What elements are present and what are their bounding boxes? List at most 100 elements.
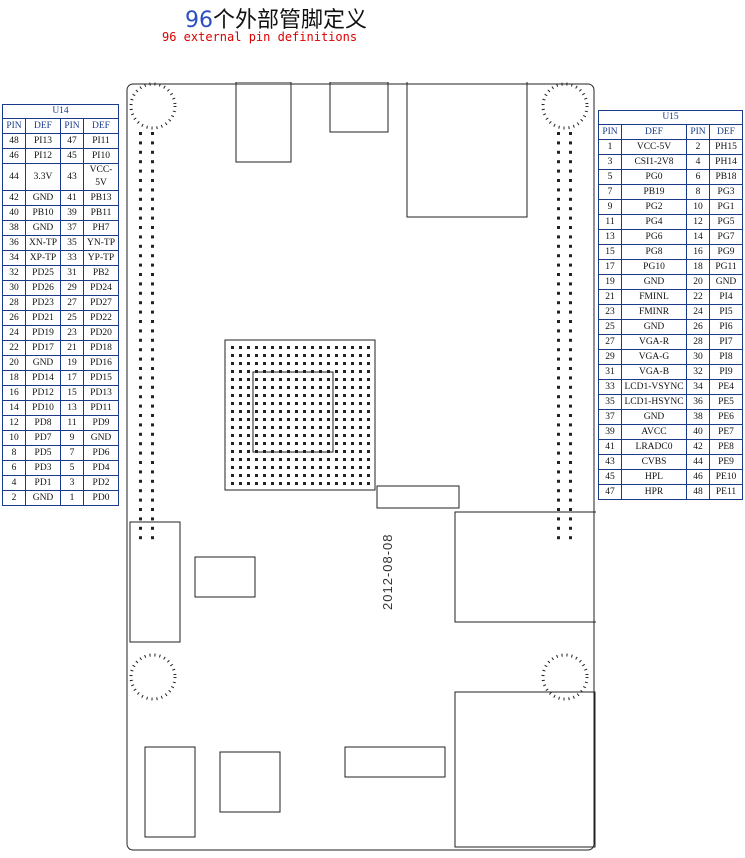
- header-pin: [151, 188, 154, 192]
- u15-cell: 19: [598, 274, 622, 290]
- bga-ball: [239, 386, 242, 389]
- header-pin: [151, 254, 154, 258]
- u14-cell: 34: [2, 250, 26, 266]
- bga-ball: [367, 386, 370, 389]
- u15-header-pin1: PIN: [598, 124, 622, 140]
- u15-cell: 3: [598, 154, 622, 170]
- u14-cell: PD6: [83, 445, 119, 461]
- bga-ball: [295, 386, 298, 389]
- bga-ball: [263, 418, 266, 421]
- bga-ball: [327, 458, 330, 461]
- header-pin: [557, 498, 560, 502]
- header-pin: [557, 508, 560, 511]
- bga-ball: [319, 466, 322, 469]
- u14-cell: 35: [60, 235, 84, 251]
- bga-ball: [231, 426, 234, 429]
- u15-cell: PI4: [709, 289, 743, 305]
- header-pin: [151, 282, 154, 286]
- bga-ball: [247, 418, 250, 421]
- u14-cell: YN-TP: [83, 235, 119, 251]
- header-pin: [557, 150, 560, 154]
- header-pin: [557, 526, 560, 530]
- bga-ball: [239, 458, 242, 461]
- header-pin: [557, 367, 560, 370]
- bga-ball: [335, 378, 338, 381]
- u15-cell: 46: [686, 469, 710, 485]
- bga-ball: [295, 474, 298, 477]
- bga-ball: [359, 386, 362, 389]
- bga-ball: [327, 482, 330, 485]
- header-pin: [151, 141, 154, 145]
- u14-cell: 37: [60, 220, 84, 236]
- bga-ball: [311, 458, 314, 461]
- header-pin: [151, 160, 154, 164]
- bga-ball: [239, 354, 242, 357]
- bga-ball: [343, 426, 346, 429]
- u14-cell: 27: [60, 295, 84, 311]
- header-pin: [151, 301, 154, 305]
- u15-cell: PB19: [621, 184, 687, 200]
- bga-ball: [343, 386, 346, 389]
- u14-cell: 39: [60, 205, 84, 221]
- bga-ball: [239, 434, 242, 437]
- header-pin: [569, 357, 572, 361]
- u15-cell: 41: [598, 439, 622, 455]
- bga-ball: [303, 362, 306, 365]
- header-pin: [151, 320, 154, 323]
- bga-ball: [367, 402, 370, 405]
- bga-ball: [231, 418, 234, 421]
- u14-cell: GND: [25, 220, 61, 236]
- bga-ball: [263, 474, 266, 477]
- header-pin: [569, 479, 572, 483]
- u15-cell: PG7: [709, 229, 743, 245]
- header-pin: [569, 536, 572, 540]
- bga-ball: [271, 458, 274, 461]
- bga-ball: [303, 410, 306, 413]
- bga-ball: [231, 402, 234, 405]
- header-pin: [557, 357, 560, 361]
- bga-ball: [231, 482, 234, 485]
- u14-cell: PD7: [25, 430, 61, 446]
- u14-cell: PD21: [25, 310, 61, 326]
- bga-ball: [239, 410, 242, 413]
- u14-header-pin1: PIN: [2, 118, 26, 134]
- bga-ball: [279, 450, 282, 453]
- bga-ball: [319, 474, 322, 477]
- header-pin: [557, 301, 560, 305]
- bga-ball: [255, 378, 258, 381]
- u14-header-pin2: PIN: [60, 118, 84, 134]
- header-pin: [139, 235, 142, 239]
- bga-ball: [295, 482, 298, 485]
- header-pin: [139, 301, 142, 305]
- u15-cell: 5: [598, 169, 622, 185]
- header-pin: [139, 414, 142, 417]
- bga-ball: [247, 426, 250, 429]
- u15-cell: GND: [621, 274, 687, 290]
- u15-cell: GND: [709, 274, 743, 290]
- u15-cell: 1: [598, 139, 622, 155]
- u15-cell: VCC-5V: [621, 139, 687, 155]
- header-pin: [139, 479, 142, 483]
- bga-ball: [255, 386, 258, 389]
- u15-header-pin2: PIN: [686, 124, 710, 140]
- bga-ball: [263, 450, 266, 453]
- header-pin: [151, 348, 154, 352]
- u15-cell: 48: [686, 484, 710, 500]
- bga-ball: [319, 426, 322, 429]
- bga-ball: [303, 458, 306, 461]
- bga-ball: [351, 426, 354, 429]
- bga-ball: [231, 362, 234, 365]
- left-pin-header: [139, 132, 154, 540]
- header-pin: [151, 498, 154, 502]
- header-pin: [557, 423, 560, 427]
- bga-ball: [271, 418, 274, 421]
- bga-ball: [319, 394, 322, 397]
